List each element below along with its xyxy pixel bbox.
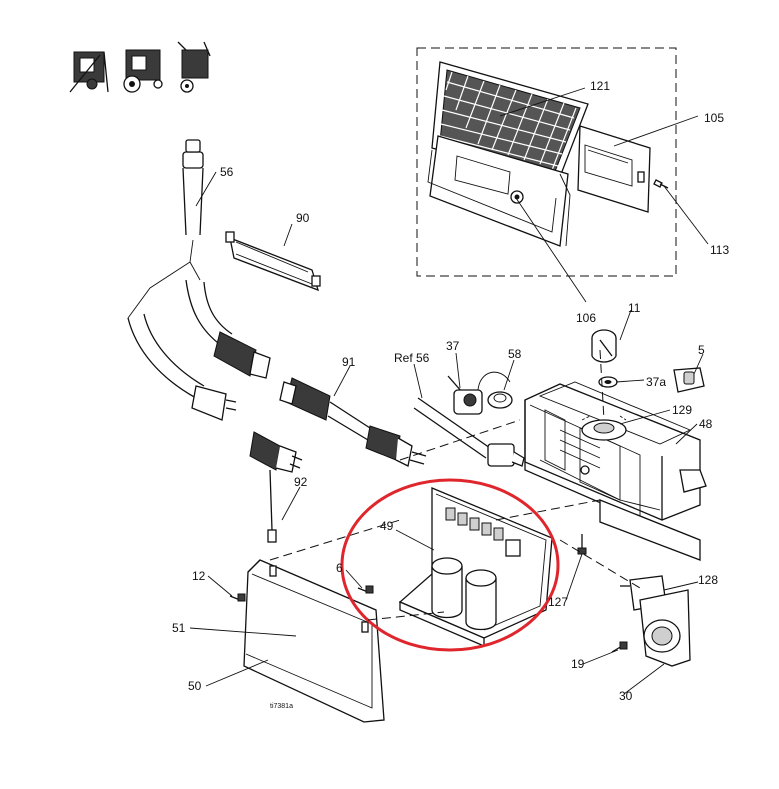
leader-lines [189, 87, 709, 695]
assembly-lines [269, 349, 641, 621]
display-panel-106 [427, 135, 571, 247]
cover-50 [243, 559, 385, 723]
ref-56-cord [413, 397, 525, 467]
label-91: 91 [342, 355, 356, 369]
control-box-48 [524, 381, 707, 561]
highlight-circle [340, 478, 560, 652]
label-58: 58 [508, 347, 522, 361]
capacitor-right [465, 569, 497, 631]
label-30: 30 [619, 689, 633, 703]
switch-129 [581, 415, 627, 441]
figure-reference: ti7381a [270, 703, 293, 710]
adapter-92 [249, 431, 303, 543]
boot-5 [673, 367, 705, 393]
label-11: 11 [628, 301, 641, 315]
plate-105 [577, 125, 651, 213]
equipment-icons [69, 41, 211, 93]
sprayer-icon-3 [177, 41, 211, 93]
callout-labels: 121 105 113 106 56 90 11 5 37a 129 48 37… [172, 79, 729, 710]
relay-bank [445, 507, 521, 557]
label-127: 127 [548, 595, 568, 609]
strap-90 [225, 231, 321, 292]
screw-19 [611, 641, 628, 653]
knob-58 [487, 391, 513, 409]
screw-113 [653, 179, 669, 189]
inset-box-outline [416, 47, 677, 277]
label-49: 49 [380, 519, 394, 533]
knob-11 [591, 329, 617, 363]
label-105: 105 [704, 111, 724, 125]
label-ref-56: Ref 56 [394, 351, 430, 365]
label-51: 51 [172, 621, 186, 635]
label-106: 106 [576, 311, 596, 325]
circuit-board-49 [398, 487, 553, 647]
sprayer-icon-1 [69, 51, 109, 93]
label-121: 121 [590, 79, 610, 93]
capacitor-left [431, 557, 463, 619]
label-48: 48 [699, 417, 713, 431]
label-12: 12 [192, 569, 206, 583]
bracket-30 [639, 589, 691, 667]
label-37: 37 [446, 339, 460, 353]
sprayer-icon-2 [123, 49, 163, 93]
cord-91 [279, 377, 427, 467]
potentiometer-37 [447, 371, 511, 415]
label-6: 6 [336, 561, 343, 575]
label-128: 128 [698, 573, 718, 587]
label-5: 5 [698, 343, 705, 357]
label-19: 19 [571, 657, 585, 671]
label-37a: 37a [646, 375, 666, 389]
label-92: 92 [294, 475, 308, 489]
label-113: 113 [710, 243, 729, 257]
cord-56 [127, 139, 271, 421]
label-90: 90 [296, 211, 310, 225]
screw-6 [357, 585, 374, 594]
screw-12 [229, 593, 246, 602]
label-56: 56 [220, 165, 234, 179]
label-129: 129 [672, 403, 692, 417]
label-50: 50 [188, 679, 202, 693]
